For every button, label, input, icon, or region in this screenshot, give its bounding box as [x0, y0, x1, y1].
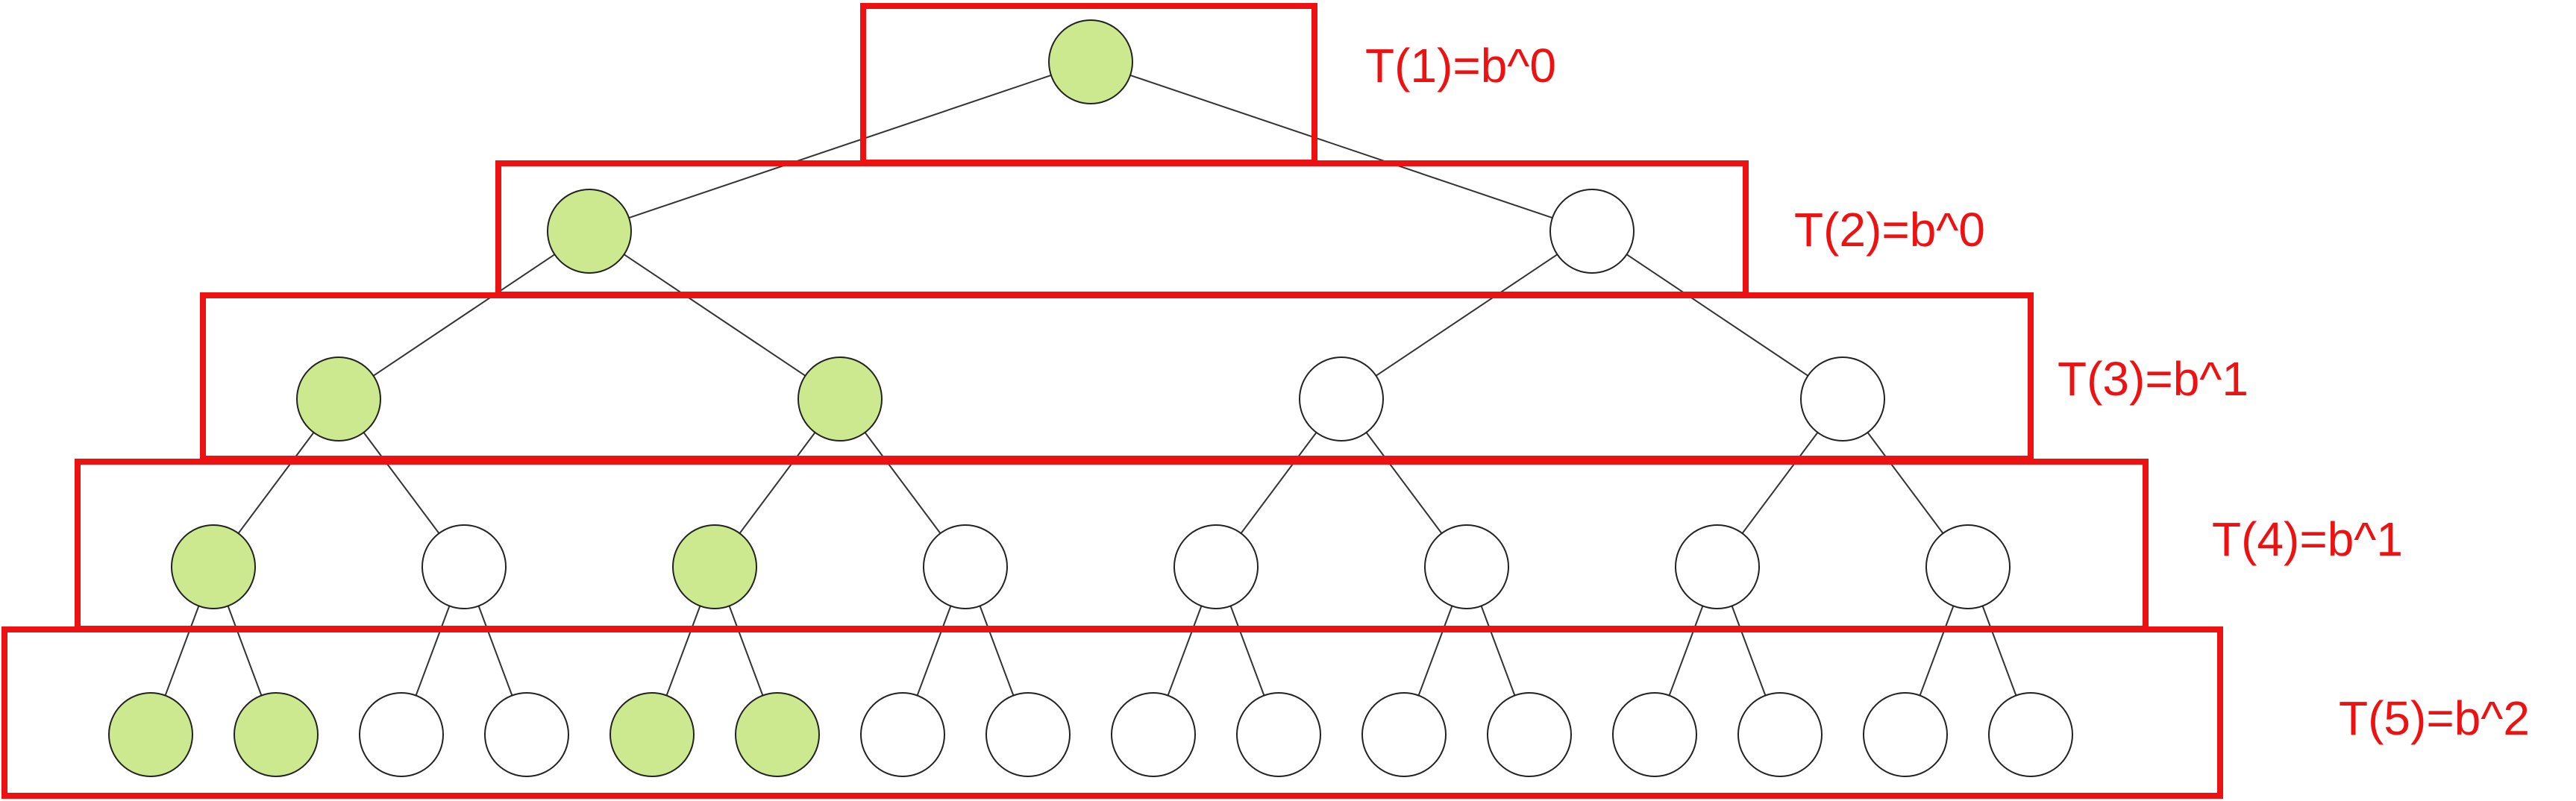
plain-node: [1299, 356, 1384, 442]
highlighted-node: [547, 189, 632, 274]
tree-edge: [1668, 606, 1704, 696]
level-box-3: [200, 292, 2034, 462]
tree-nodes: [108, 19, 2073, 777]
plain-node: [1173, 524, 1259, 609]
level-label-2: T(2)=b^0: [1794, 203, 1985, 257]
level-label-1: T(1)=b^0: [1365, 39, 1556, 92]
plain-node: [1612, 692, 1697, 777]
level-boxes: [1, 3, 2223, 799]
tree-edge: [227, 606, 263, 696]
tree-edge: [979, 606, 1015, 696]
tree-edges: [164, 74, 2017, 696]
plain-node: [1361, 692, 1447, 777]
level-label-5: T(5)=b^2: [2339, 691, 2530, 745]
tree-edge: [665, 606, 701, 696]
plain-node: [1988, 692, 2073, 777]
tree-edge: [916, 606, 952, 696]
highlighted-node: [609, 692, 695, 777]
highlighted-node: [797, 356, 883, 442]
level-label-3: T(3)=b^1: [2058, 352, 2248, 406]
tree-edge: [415, 606, 451, 696]
tree-edge: [1626, 254, 1809, 377]
tree-edge: [477, 606, 513, 696]
tree-edge: [1741, 432, 1819, 534]
highlighted-node: [672, 524, 757, 609]
level-box-4: [75, 459, 2149, 632]
level-box-5: [1, 626, 2223, 799]
plain-node: [1675, 524, 1760, 609]
highlighted-node: [171, 524, 256, 609]
tree-edge: [623, 254, 806, 377]
tree-edge: [728, 606, 764, 696]
plain-node: [1111, 692, 1196, 777]
tree-edge: [164, 606, 200, 696]
plain-node: [484, 692, 569, 777]
highlighted-node: [296, 356, 381, 442]
tree-edge: [628, 74, 1052, 219]
tree-edge: [372, 254, 556, 377]
plain-node: [1424, 524, 1509, 609]
tree-edge: [1240, 432, 1317, 534]
tree-edge: [1480, 606, 1516, 696]
plain-node: [1800, 356, 1885, 442]
plain-node: [1549, 189, 1635, 274]
tree-edge: [1867, 432, 1944, 534]
plain-node: [860, 692, 945, 777]
tree-edge: [1981, 606, 2017, 696]
plain-node: [1863, 692, 1948, 777]
plain-node: [422, 524, 507, 609]
plain-node: [985, 692, 1071, 777]
tree-edge: [1375, 254, 1558, 377]
tree-edge: [1417, 606, 1453, 696]
highlighted-node: [234, 692, 319, 777]
tree-edge: [1167, 606, 1203, 696]
plain-node: [1236, 692, 1321, 777]
plain-node: [923, 524, 1008, 609]
highlighted-node: [1048, 19, 1133, 104]
tree-edge: [739, 432, 816, 534]
tree-edge: [1731, 606, 1767, 696]
tree-edge: [1129, 74, 1553, 219]
highlighted-node: [108, 692, 193, 777]
tree-edge: [237, 432, 315, 534]
highlighted-node: [735, 692, 820, 777]
tree-edge: [864, 432, 941, 534]
level-label-4: T(4)=b^1: [2212, 512, 2403, 566]
tree-edge: [1229, 606, 1265, 696]
plain-node: [359, 692, 444, 777]
plain-node: [1925, 524, 2011, 609]
tree-edge: [363, 432, 440, 534]
plain-node: [1487, 692, 1572, 777]
plain-node: [1737, 692, 1823, 777]
tree-edge: [1365, 432, 1443, 534]
tree-edge: [1919, 606, 1955, 696]
